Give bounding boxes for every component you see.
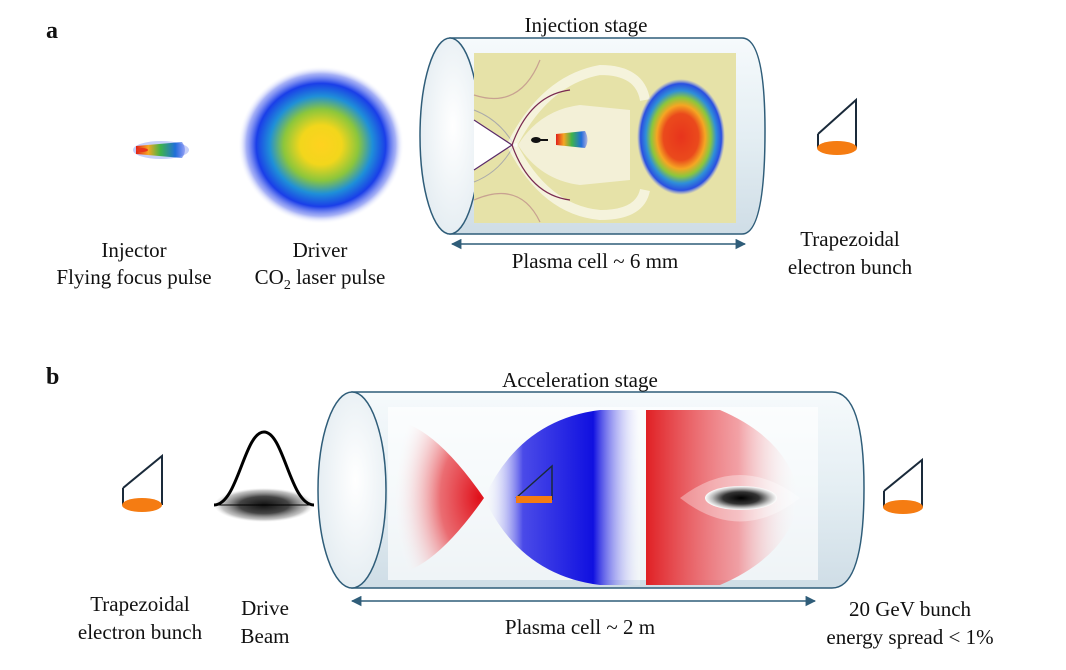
trapezoidal-bunch-icon-b-output [883,457,923,514]
trapezoidal-bunch-icon-a [817,97,857,155]
injector-label-2: Flying focus pulse [56,265,212,289]
acceleration-stage-title: Acceleration stage [502,368,658,392]
drive-beam-label-2: Beam [240,624,290,648]
panel-a-letter: a [46,18,58,44]
input-b-label-1: Trapezoidal [90,592,190,616]
input-b-label-2: electron bunch [77,620,203,644]
drive-beam-label-1: Drive [241,596,289,620]
injection-stage-title: Injection stage [524,13,648,37]
acceleration-plasma-cell [317,391,865,589]
trapezoidal-bunch-icon-b-input [122,453,163,512]
output-a-label-1: Trapezoidal [800,227,900,251]
output-b-label-1: 20 GeV bunch [848,597,972,621]
injector-pulse-icon [133,141,189,159]
acceleration-cell-length: Plasma cell ~ 2 m [504,615,656,639]
panel-b-letter: b [46,364,60,390]
output-b-label-2: energy spread < 1% [826,625,994,649]
injection-cell-length: Plasma cell ~ 6 mm [511,249,679,273]
driver-pulse-icon [238,66,404,224]
driver-label-1: Driver [292,238,348,262]
output-a-label-2: electron bunch [787,255,913,279]
driver-label-2: CO2 laser pulse [254,265,386,294]
drive-beam-icon [213,430,315,522]
injector-label-1: Injector [101,238,167,262]
injection-plasma-cell [419,37,766,235]
